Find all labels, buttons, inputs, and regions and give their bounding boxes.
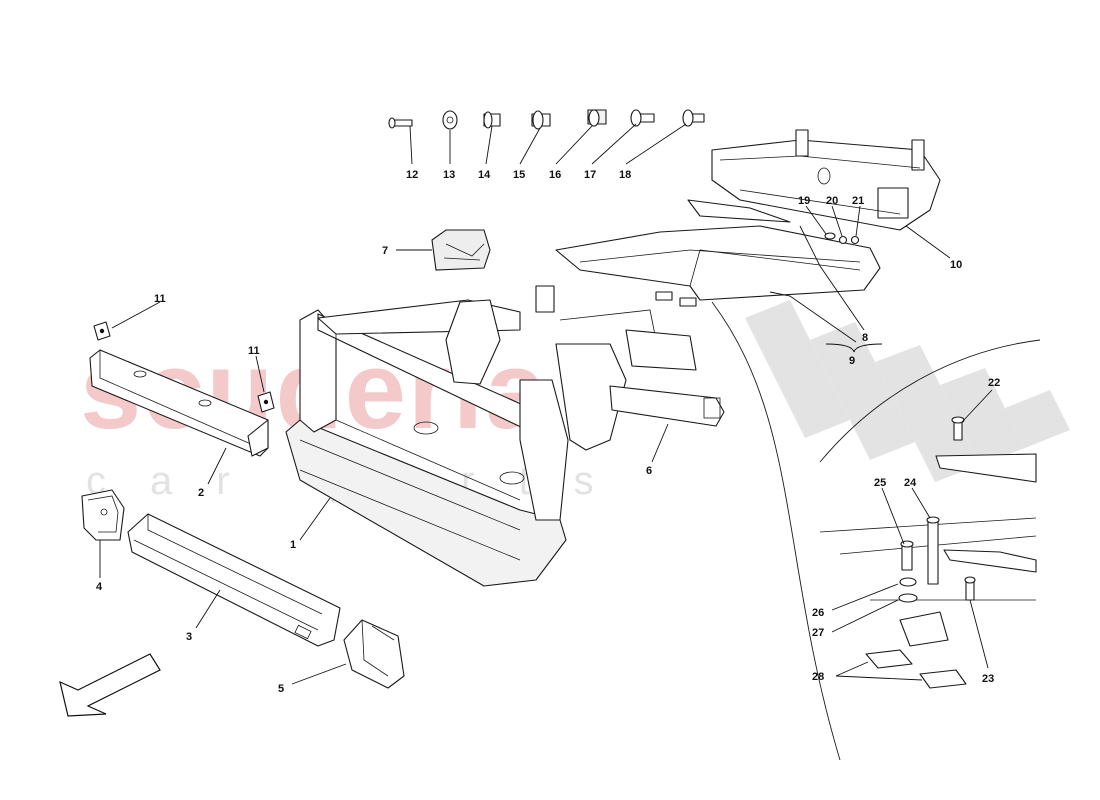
part-23-bolt <box>964 576 976 601</box>
part-20-washer <box>838 235 848 245</box>
callout-2: 2 <box>198 487 204 499</box>
part-21-nut <box>850 235 860 245</box>
part-5-end-bracket <box>343 619 405 689</box>
leader-lines <box>99 123 993 685</box>
callout-3: 3 <box>186 631 192 643</box>
part-15-fastener <box>531 110 551 130</box>
callout-17: 17 <box>584 169 596 181</box>
callout-4: 4 <box>96 581 103 593</box>
callout-13: 13 <box>443 169 455 181</box>
callout-8: 8 <box>862 332 868 344</box>
callout-16: 16 <box>549 169 561 181</box>
part-14-fastener <box>483 111 501 129</box>
callout-12: 12 <box>406 169 418 181</box>
callout-28: 28 <box>812 671 824 683</box>
part-4-bracket <box>81 489 125 541</box>
fasteners-row-12-18 <box>388 109 705 130</box>
part-26-washer <box>899 577 917 587</box>
part-3-floor-channel <box>127 513 341 647</box>
callout-14: 14 <box>478 169 491 181</box>
detail-inset-mount <box>819 416 1037 689</box>
part-2-sill-member <box>89 349 269 457</box>
detail-inset-top-arc <box>819 339 1041 463</box>
parts-8-9-subframe <box>555 199 881 307</box>
callout-18: 18 <box>619 169 631 181</box>
part-19-bolt <box>824 232 836 240</box>
part-17-fastener <box>630 109 655 127</box>
callout-15: 15 <box>513 169 525 181</box>
front-direction-arrow-icon <box>59 653 161 717</box>
part-27-washer <box>898 593 918 603</box>
part-11-clip-lower <box>257 391 275 413</box>
part-10-rear-frame <box>711 129 941 231</box>
part-24-stud <box>926 516 940 585</box>
callout-23: 23 <box>982 673 994 685</box>
callout-9: 9 <box>849 355 855 367</box>
callout-10: 10 <box>950 259 962 271</box>
part-11-clip-upper <box>93 321 111 341</box>
callout-22: 22 <box>988 377 1000 389</box>
callout-19: 19 <box>798 195 810 207</box>
fasteners-19-21 <box>824 232 860 245</box>
callout-26: 26 <box>812 607 824 619</box>
part-12-fastener <box>388 117 413 129</box>
callout-11-lower: 11 <box>248 345 260 357</box>
callout-27: 27 <box>812 627 824 639</box>
part-7-cover <box>431 229 491 271</box>
part-25-bolt <box>900 540 914 571</box>
part-28-plates <box>865 649 967 689</box>
callout-labels: 1 2 3 4 5 6 7 8 9 10 11 11 12 13 14 15 1… <box>96 169 1000 695</box>
callout-21: 21 <box>852 195 864 207</box>
callout-5: 5 <box>278 683 284 695</box>
callout-6: 6 <box>646 465 652 477</box>
part-6-cross-beam <box>609 329 725 427</box>
part-13-fastener <box>442 110 458 130</box>
callout-7: 7 <box>382 245 388 257</box>
part-16-fastener <box>587 109 607 127</box>
part-18-fastener <box>682 109 705 127</box>
detail-inset-boundary <box>711 301 841 761</box>
part-22-bolt <box>951 416 965 441</box>
callout-11-upper: 11 <box>154 293 166 305</box>
callout-20: 20 <box>826 195 838 207</box>
part-1-front-chassis-frame <box>285 285 657 587</box>
callout-25: 25 <box>874 477 886 489</box>
callout-24: 24 <box>904 477 917 489</box>
callout-1: 1 <box>290 539 296 551</box>
checkered-flag-logo <box>745 300 1070 482</box>
